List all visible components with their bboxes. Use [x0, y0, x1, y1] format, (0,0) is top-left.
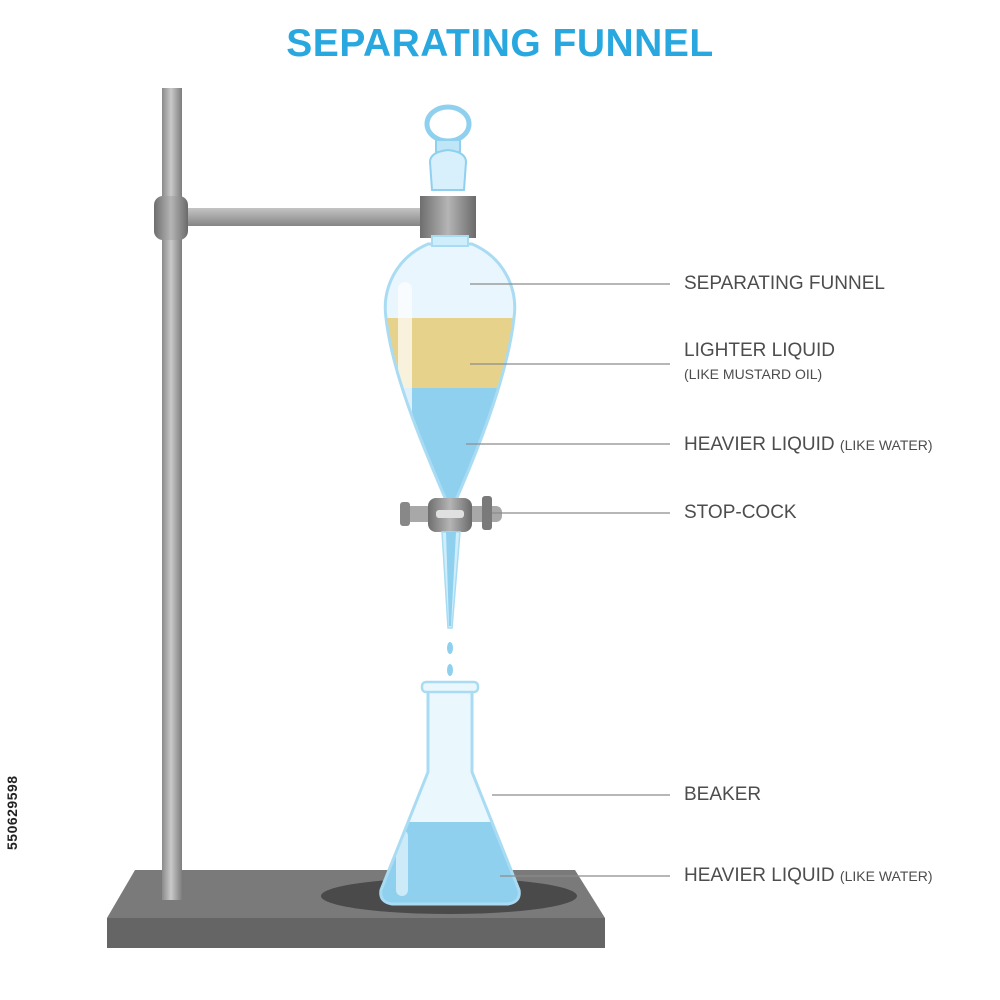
label-beaker: BEAKER: [684, 784, 762, 805]
label-lighter-liquid: LIGHTER LIQUID (LIKE MUSTARD OIL): [684, 340, 835, 382]
label-heavier-liquid-beaker-note: (LIKE WATER): [839, 868, 933, 884]
label-heavier-liquid-funnel: HEAVIER LIQUID (LIKE WATER): [684, 434, 933, 455]
label-separating-funnel: SEPARATING FUNNEL: [684, 273, 885, 294]
stock-image-id: 550629598: [4, 775, 20, 850]
label-heavier-liquid-funnel-note: (LIKE WATER): [839, 437, 933, 453]
label-heavier-liquid-beaker: HEAVIER LIQUID (LIKE WATER): [684, 865, 933, 886]
boss-head: [154, 196, 188, 240]
diagram-title: SEPARATING FUNNEL: [286, 22, 714, 65]
clamp-ring: [420, 196, 476, 238]
clamp-arm: [180, 208, 426, 226]
funnel-stopper: [424, 104, 472, 191]
label-lighter-liquid-note: (LIKE MUSTARD OIL): [684, 365, 823, 382]
leader-lines: [466, 283, 670, 877]
label-stopcock: STOP-COCK: [684, 502, 797, 523]
receiving-flask: [379, 680, 521, 906]
separating-funnel: [383, 235, 517, 502]
stand-rod: [162, 88, 182, 900]
stopcock: [400, 496, 502, 532]
